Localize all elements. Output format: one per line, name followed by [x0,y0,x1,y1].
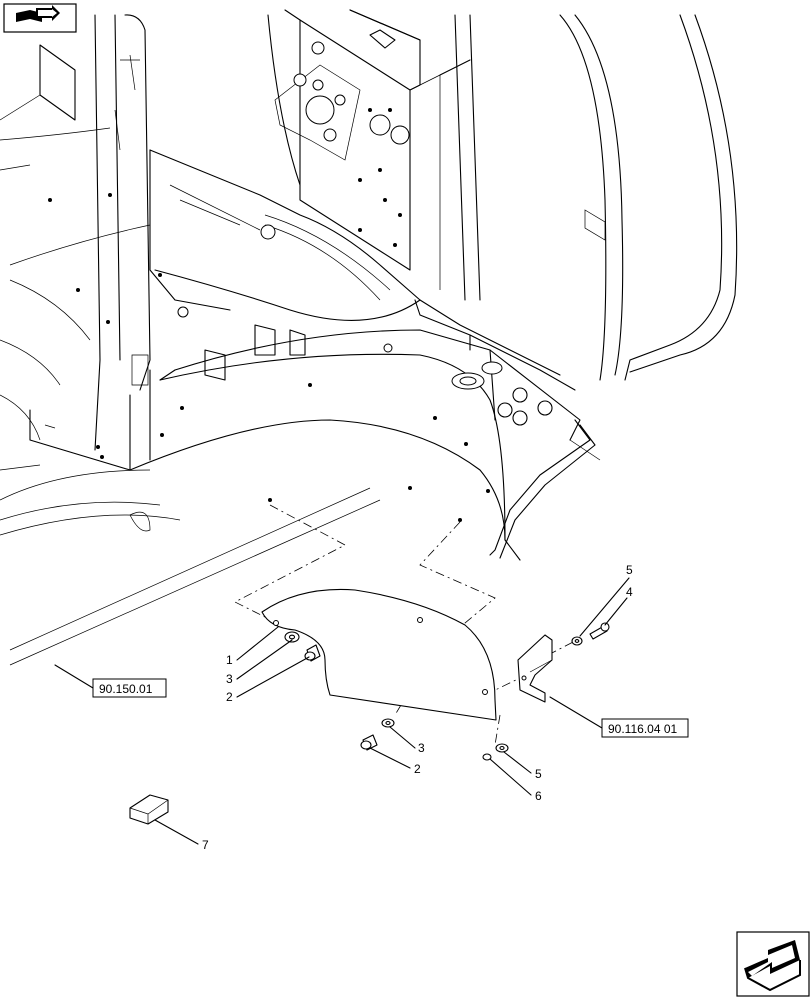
mudguard-plate[interactable] [261,588,497,721]
plug-cap[interactable] [129,794,169,825]
callout-2a: 2 [226,690,233,704]
reference-90-150-01[interactable]: 90.150.01 [92,678,167,698]
callout-2b: 2 [414,762,421,776]
leader-lines [54,577,630,845]
callout-7: 7 [202,838,209,852]
washer-3b[interactable] [381,718,395,728]
bolt-4[interactable] [589,622,610,640]
callout-3b: 3 [418,741,425,755]
next-page-arrow-icon[interactable] [736,931,810,997]
cab-structure [0,9,738,666]
callout-3a: 3 [226,672,233,686]
callout-numbers: 1 3 2 3 2 5 4 5 6 7 [202,563,633,852]
reference-90-116-04-01[interactable]: 90.116.04 01 [601,718,689,738]
callout-6: 6 [535,789,542,803]
support-bracket[interactable] [517,634,553,703]
callout-5b: 5 [535,767,542,781]
reference-label: 90.116.04 01 [608,722,678,736]
washer-3a[interactable] [284,631,300,643]
book-arrow-icon[interactable] [3,3,77,33]
callout-1: 1 [226,653,233,667]
bolt-2a[interactable] [304,644,321,662]
nut-6[interactable] [482,753,492,761]
callout-5a: 5 [626,563,633,577]
bolt-2b[interactable] [360,734,378,751]
reference-label: 90.150.01 [99,682,153,696]
callout-4: 4 [626,585,633,599]
washer-5b[interactable] [495,743,509,753]
washer-5a[interactable] [571,636,583,646]
